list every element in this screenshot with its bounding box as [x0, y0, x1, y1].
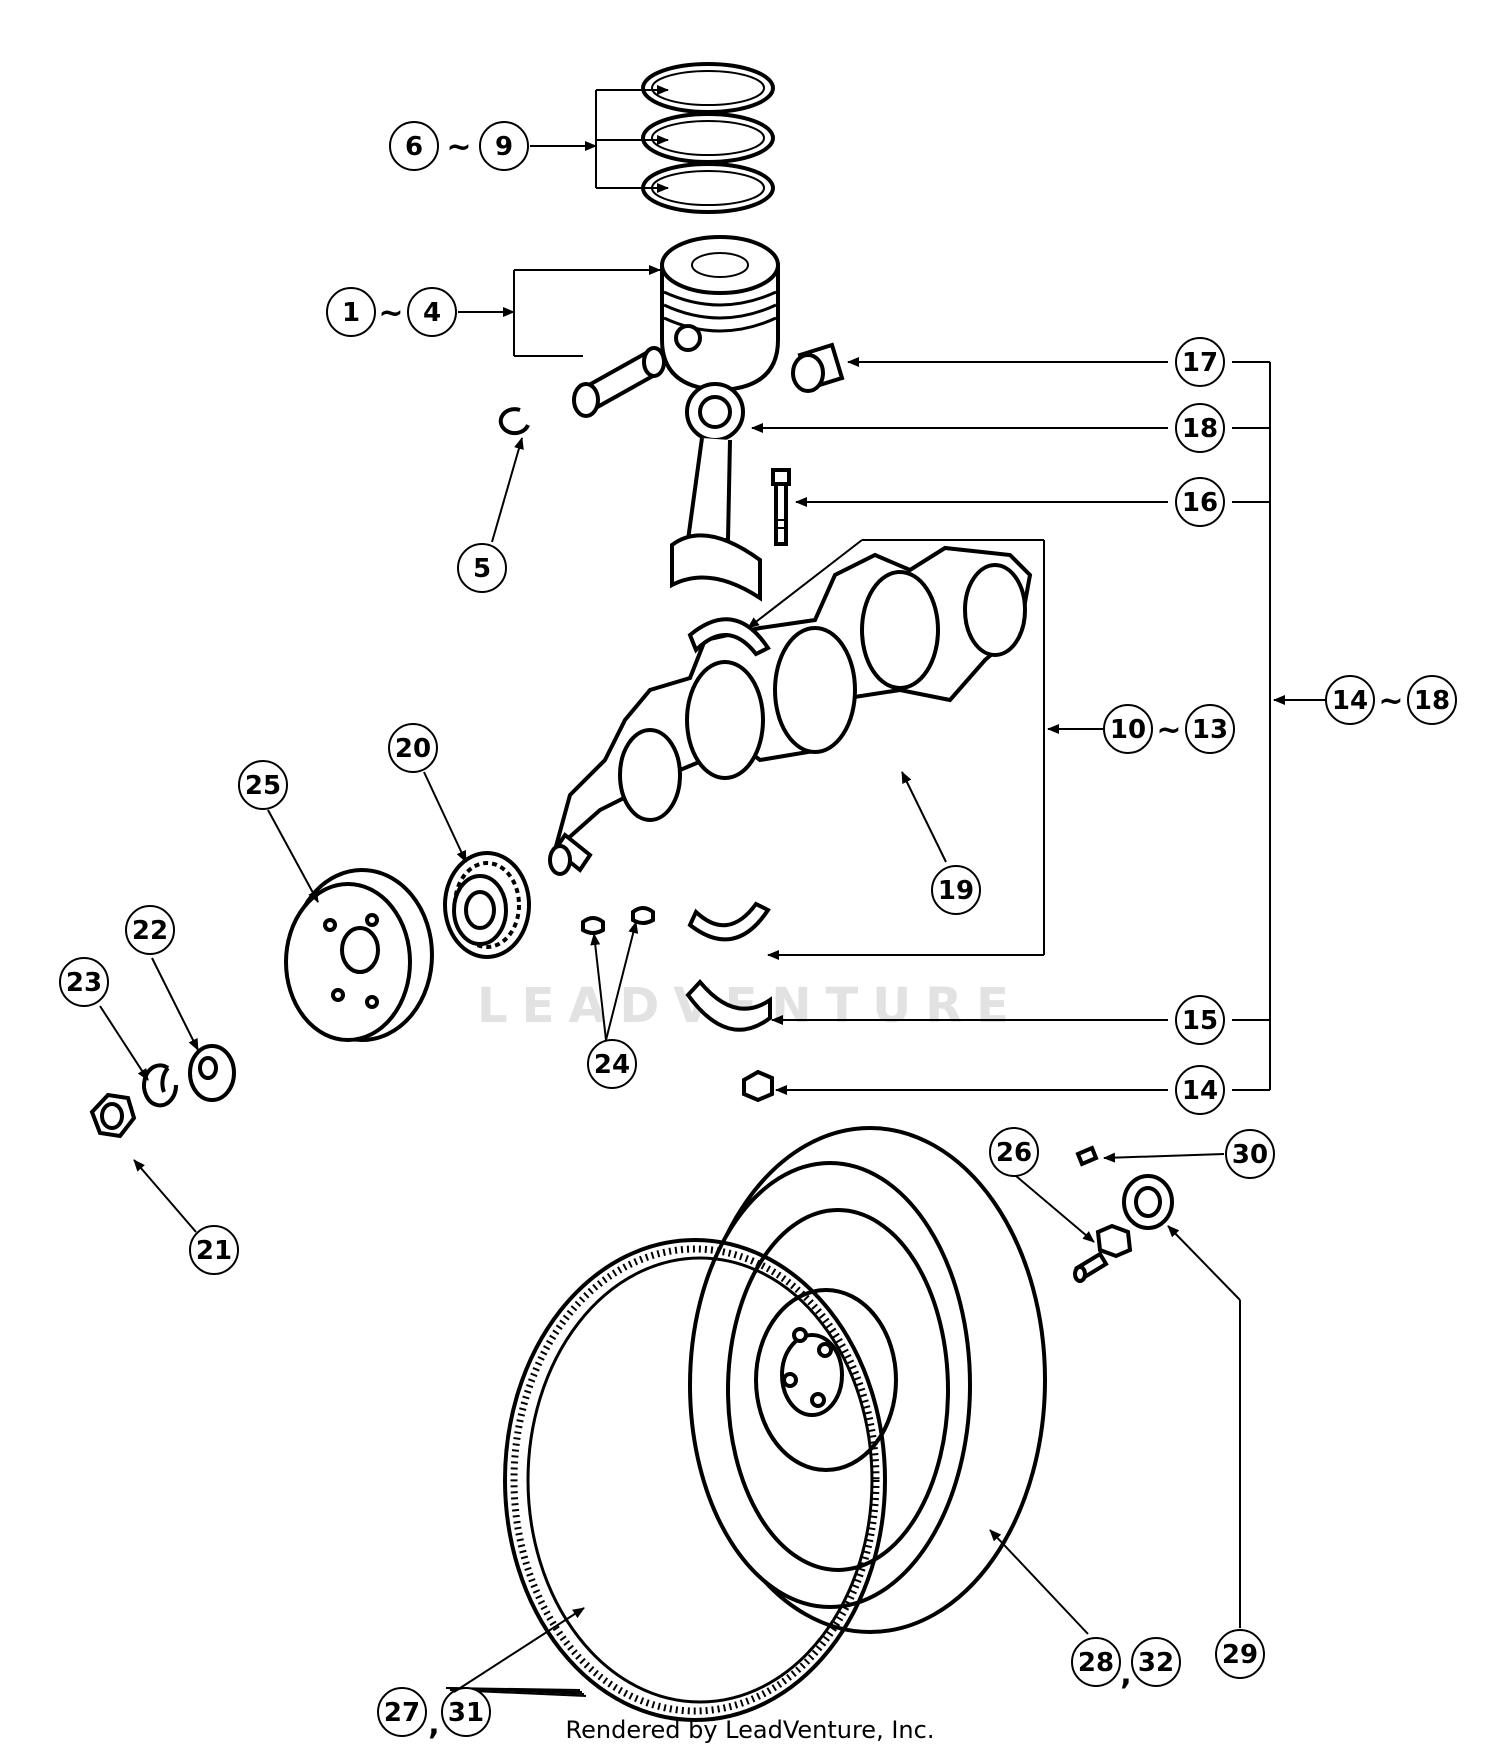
callout-22: 22 — [132, 916, 168, 946]
crankshaft-gear — [443, 851, 531, 959]
callout-20: 20 — [395, 734, 431, 764]
callout-14-range-start: 14 — [1332, 686, 1368, 716]
con-rod-nut — [742, 1069, 774, 1103]
snap-ring — [498, 407, 530, 436]
footer-credit: Rendered by LeadVenture, Inc. — [565, 1716, 935, 1744]
callout-6: 6 — [405, 132, 423, 162]
washer — [188, 1044, 236, 1102]
pair-comma: , — [428, 1707, 439, 1742]
pair-comma: , — [1120, 1657, 1131, 1692]
callout-23: 23 — [66, 968, 102, 998]
callout-5: 5 — [473, 554, 491, 584]
callout-30: 30 — [1232, 1140, 1268, 1170]
callout-4: 4 — [423, 298, 441, 328]
leader-lines — [99, 85, 1328, 1697]
dowel-pin — [1075, 1145, 1099, 1167]
callout-32: 32 — [1138, 1648, 1174, 1678]
connecting-rod-bolt — [771, 468, 791, 546]
callout-numbers: 6 ~ 9 1 ~ 4 5 17 18 16 15 14 14 ~ 18 10 … — [66, 130, 1450, 1742]
piston-pin — [572, 346, 666, 418]
lower-main-bearing — [687, 901, 771, 942]
ring-gear — [503, 1238, 887, 1722]
leader-27-31-arrow — [453, 1607, 585, 1693]
callout-24: 24 — [594, 1050, 630, 1080]
crankshaft-pulley — [284, 868, 434, 1042]
callout-14: 14 — [1182, 1076, 1218, 1106]
piston-rings — [641, 62, 775, 214]
range-tilde: ~ — [446, 130, 471, 165]
flywheel-bolt — [1073, 1223, 1133, 1283]
callout-29: 29 — [1222, 1640, 1258, 1670]
flywheel — [688, 1126, 1047, 1634]
callout-13: 13 — [1192, 715, 1228, 745]
callout-17: 17 — [1182, 348, 1218, 378]
connecting-rod — [670, 382, 762, 602]
callout-10: 10 — [1110, 715, 1146, 745]
range-tilde: ~ — [378, 296, 403, 331]
small-end-bushing — [791, 342, 845, 393]
lock-washer — [142, 1063, 179, 1108]
callout-1: 1 — [342, 298, 360, 328]
big-end-cap — [685, 978, 772, 1032]
piston — [660, 235, 780, 393]
callout-18-range-end: 18 — [1414, 686, 1450, 716]
callout-15: 15 — [1182, 1006, 1218, 1036]
crankshaft — [548, 545, 1033, 876]
callout-25: 25 — [245, 771, 281, 801]
callout-16: 16 — [1182, 488, 1218, 518]
pilot-bearing — [1122, 1174, 1174, 1230]
range-tilde: ~ — [1156, 713, 1181, 748]
callout-19: 19 — [938, 876, 974, 906]
callout-27: 27 — [384, 1698, 420, 1728]
callout-18: 18 — [1182, 414, 1218, 444]
callouts — [59, 121, 1457, 1737]
pulley-nut — [89, 1092, 137, 1139]
callout-28: 28 — [1078, 1648, 1114, 1678]
callout-9: 9 — [495, 132, 513, 162]
woodruff-keys — [581, 906, 655, 935]
callout-21: 21 — [196, 1236, 232, 1266]
callout-31: 31 — [448, 1698, 484, 1728]
range-tilde: ~ — [1378, 684, 1403, 719]
callout-26: 26 — [996, 1138, 1032, 1168]
